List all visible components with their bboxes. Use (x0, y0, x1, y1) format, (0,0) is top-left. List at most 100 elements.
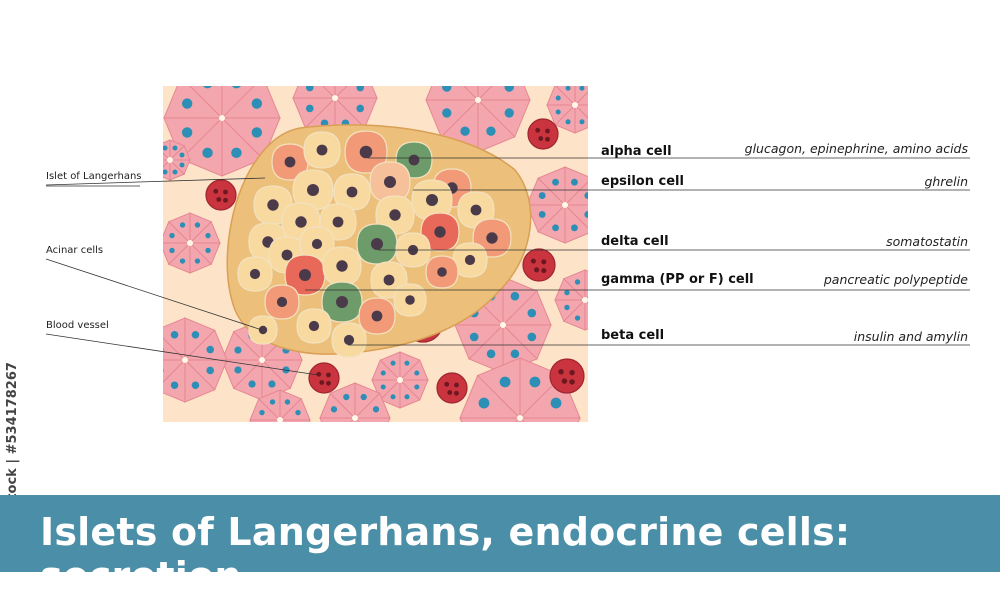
acinar-nucleus (206, 366, 215, 375)
alpha-cell-secretion: glucagon, epinephrine, amino acids (744, 141, 968, 156)
islet-nucleus (281, 249, 293, 261)
islet-cell (457, 191, 495, 229)
acinar-nucleus (442, 108, 452, 118)
acinar-nucleus (356, 86, 365, 92)
acinar-nucleus (163, 347, 164, 352)
acinar-nucleus (390, 394, 396, 400)
acinar-nucleus (486, 126, 496, 136)
islet-cell (375, 195, 415, 235)
acinar-nucleus (181, 98, 193, 109)
acinar-nucleus (232, 86, 241, 89)
islet-nucleus (316, 144, 328, 156)
title-banner (0, 495, 1000, 572)
acinar-nucleus (295, 409, 301, 416)
acinar-nucleus (170, 381, 179, 390)
acinar-nucleus (589, 109, 594, 114)
acinar-rosette (249, 389, 311, 440)
alpha-cell-name: alpha cell (601, 144, 672, 159)
islet-cell (393, 283, 427, 317)
islet-nucleus (371, 310, 383, 322)
blood-cell (205, 179, 237, 211)
islet-nucleus (464, 254, 476, 266)
islet-nucleus (405, 295, 415, 305)
islet-cell (322, 246, 362, 286)
beta-cell-name: beta cell (601, 328, 665, 343)
islet-cell (303, 131, 341, 169)
acinar-nucleus (574, 315, 581, 321)
leader-line (45, 258, 263, 331)
islet-nucleus (383, 274, 395, 286)
islet-nucleus (267, 199, 279, 211)
acinar-nucleus (203, 86, 212, 89)
label-blood-vessel: Blood vessel (46, 320, 109, 331)
acinar-rosette (163, 317, 228, 403)
acinar-cells-group (163, 64, 595, 460)
acinar-nucleus (169, 247, 175, 254)
acinar-nucleus (590, 279, 595, 284)
islet-nucleus (336, 296, 348, 308)
acinar-nucleus (529, 376, 541, 388)
leader-line (45, 333, 319, 376)
acinar-nucleus (590, 315, 595, 320)
acinar-nucleus (373, 424, 379, 430)
acinar-nucleus (538, 211, 546, 218)
islet-nucleus (426, 194, 438, 206)
acinar-nucleus (414, 370, 420, 376)
acinar-nucleus (565, 86, 571, 91)
acinar-nucleus (390, 360, 396, 366)
acinar-nucleus (191, 381, 200, 390)
acinar-nucleus (331, 424, 337, 430)
islet-nucleus (389, 209, 401, 221)
acinar-nucleus (202, 147, 213, 159)
acinar-rosette (319, 382, 391, 430)
islet-nucleus (486, 232, 498, 244)
blood-cell (549, 358, 585, 394)
acinar-nucleus (372, 406, 380, 413)
acinar-rosette (546, 86, 594, 134)
acinar-nucleus (499, 376, 511, 388)
acinar-rosette (163, 212, 221, 274)
acinar-nucleus (460, 126, 470, 136)
delta-cell-name: delta cell (601, 234, 669, 249)
acinar-nucleus (285, 435, 290, 440)
acinar-nucleus (163, 169, 168, 175)
acinar-nucleus (172, 169, 178, 175)
acinar-nucleus (551, 428, 562, 439)
acinar-nucleus (486, 349, 496, 359)
acinar-nucleus (404, 360, 410, 366)
acinar-nucleus (380, 370, 386, 376)
acinar-nucleus (486, 64, 495, 73)
label-islet: Islet of Langerhans (46, 171, 142, 182)
islet-nucleus (346, 186, 358, 198)
acinar-nucleus (552, 178, 559, 186)
acinar-nucleus (251, 127, 263, 138)
acinar-nucleus (579, 119, 585, 125)
epsilon-cell-name: epsilon cell (601, 174, 684, 189)
acinar-nucleus (305, 86, 314, 92)
acinar-nucleus (181, 127, 193, 138)
acinar-nucleus (414, 384, 420, 390)
acinar-nucleus (248, 380, 256, 388)
acinar-nucleus (555, 95, 561, 101)
acinar-nucleus (269, 399, 276, 405)
acinar-nucleus (194, 222, 201, 228)
islet-nucleus (343, 334, 355, 346)
acinar-nucleus (527, 308, 537, 318)
islet-cell (369, 161, 411, 203)
acinar-nucleus (500, 449, 511, 460)
acinar-nucleus (206, 345, 215, 354)
acinar-nucleus (478, 397, 490, 409)
acinar-rosette (459, 357, 581, 460)
acinar-nucleus (552, 224, 559, 232)
acinar-nucleus (564, 304, 570, 311)
acinar-nucleus (564, 289, 570, 296)
acinar-nucleus (295, 425, 300, 430)
acinar-nucleus (555, 109, 561, 115)
acinar-nucleus (504, 108, 514, 118)
islet-cell (299, 226, 335, 262)
tissue-section (163, 64, 595, 460)
islet-nucleus (408, 154, 420, 166)
beta-cell-secretion: insulin and amylin (853, 329, 968, 344)
acinar-nucleus (356, 104, 365, 113)
acinar-nucleus (550, 397, 562, 409)
